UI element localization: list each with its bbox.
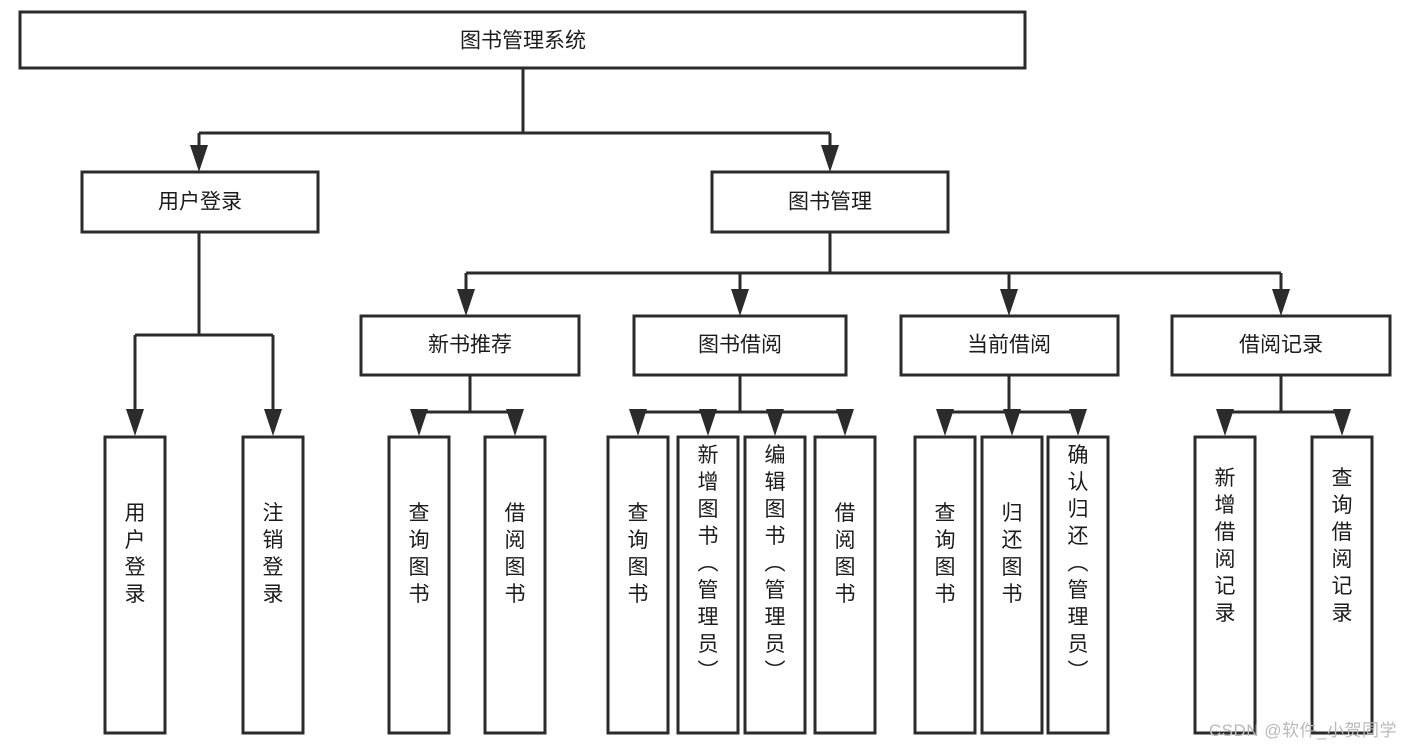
leaf-query-borrow-record-box[interactable] [1310, 435, 1374, 735]
node-current-borrow-box[interactable] [899, 314, 1120, 377]
leaf-user-login-label: 用户登录 [125, 502, 146, 606]
leaf-add-book-admin-label: 新增图书︵管理员︶ [698, 444, 719, 683]
node-new-book-recommend-box[interactable] [359, 314, 581, 377]
arrow-borrow-to-leaf-4 [836, 409, 854, 436]
connector-layer [126, 68, 1351, 436]
leaf-query-borrow-record[interactable]: 查询借阅记录 [1310, 435, 1374, 735]
node-borrow-records-box[interactable] [1170, 314, 1392, 377]
node-root-label: 图书管理系统 [460, 30, 586, 53]
leaf-edit-book-admin-label: 编辑图书︵管理员︶ [765, 444, 786, 683]
leaf-logout-box[interactable] [241, 435, 305, 735]
arrow-root-to-book-mgmt [821, 145, 839, 172]
node-book-borrow[interactable]: 图书借阅 [632, 314, 848, 377]
leaf-query-book-recommend[interactable]: 查询图书 [387, 435, 451, 735]
leaf-borrow-book-recommend-label: 借阅图书 [505, 502, 526, 606]
leaf-add-book-admin[interactable]: 新增图书︵管理员︶ [676, 435, 740, 735]
leaf-add-borrow-record[interactable]: 新增借阅记录 [1193, 435, 1257, 735]
leaf-add-borrow-record-label: 新增借阅记录 [1215, 467, 1236, 625]
node-current-borrow[interactable]: 当前借阅 [899, 314, 1120, 377]
arrow-book-mgmt-to-borrow [731, 289, 749, 316]
node-book-management-box[interactable] [710, 170, 950, 234]
leaf-user-login[interactable]: 用户登录 [103, 435, 167, 735]
arrow-records-to-leaf-2 [1333, 409, 1351, 436]
leaf-add-borrow-record-box[interactable] [1193, 435, 1257, 735]
node-new-book-recommend-label: 新书推荐 [428, 334, 512, 357]
node-current-borrow-label: 当前借阅 [967, 334, 1051, 357]
node-book-management-label: 图书管理 [788, 191, 872, 214]
arrow-borrow-to-leaf-2 [699, 409, 717, 436]
arrow-current-to-leaf-3 [1069, 409, 1087, 436]
leaf-query-book-borrow-label: 查询图书 [628, 502, 649, 606]
leaf-query-book-current-label: 查询图书 [935, 502, 956, 606]
leaf-return-book-label: 归还图书 [1002, 502, 1023, 606]
leaf-borrow-book-label: 借阅图书 [835, 502, 856, 606]
arrow-borrow-to-leaf-3 [766, 409, 784, 436]
leaf-confirm-return-admin[interactable]: 确认归还︵管理员︶ [1046, 435, 1110, 735]
leaf-query-book-current[interactable]: 查询图书 [913, 435, 977, 735]
arrow-new-books-to-leaf-2 [506, 409, 524, 436]
node-root-box[interactable] [18, 10, 1027, 70]
node-user-login-label: 用户登录 [158, 191, 242, 214]
leaf-query-book-current-box[interactable] [913, 435, 977, 735]
leaf-query-book-borrow-box[interactable] [606, 435, 670, 735]
arrow-new-books-to-leaf-1 [410, 409, 428, 436]
node-borrow-records[interactable]: 借阅记录 [1170, 314, 1392, 377]
arrow-book-mgmt-to-current [1000, 289, 1018, 316]
leaf-confirm-return-admin-box[interactable] [1046, 435, 1110, 735]
node-root[interactable]: 图书管理系统 [18, 10, 1027, 70]
arrow-records-to-leaf-1 [1216, 409, 1234, 436]
arrow-current-to-leaf-2 [1003, 409, 1021, 436]
node-book-borrow-box[interactable] [632, 314, 848, 377]
arrow-root-to-user-login [190, 145, 208, 172]
leaf-query-book-recommend-box[interactable] [387, 435, 451, 735]
leaf-edit-book-admin-box[interactable] [743, 435, 807, 735]
leaf-user-login-box[interactable] [103, 435, 167, 735]
arrow-borrow-to-leaf-1 [629, 409, 647, 436]
arrow-user-login-to-leaf-1 [126, 409, 144, 436]
node-user-login[interactable]: 用户登录 [80, 170, 320, 234]
leaf-logout-label: 注销登录 [263, 502, 284, 606]
leaf-add-book-admin-box[interactable] [676, 435, 740, 735]
leaf-edit-book-admin[interactable]: 编辑图书︵管理员︶ [743, 435, 807, 735]
leaf-borrow-book[interactable]: 借阅图书 [813, 435, 877, 735]
leaf-borrow-book-box[interactable] [813, 435, 877, 735]
leaf-borrow-book-recommend[interactable]: 借阅图书 [483, 435, 547, 735]
leaf-query-borrow-record-label: 查询借阅记录 [1332, 467, 1353, 625]
node-book-borrow-label: 图书借阅 [698, 334, 782, 357]
leaf-logout[interactable]: 注销登录 [241, 435, 305, 735]
node-new-book-recommend[interactable]: 新书推荐 [359, 314, 581, 377]
leaf-borrow-book-recommend-box[interactable] [483, 435, 547, 735]
node-book-management[interactable]: 图书管理 [710, 170, 950, 234]
leaf-query-book-recommend-label: 查询图书 [409, 502, 430, 606]
arrow-current-to-leaf-1 [936, 409, 954, 436]
leaf-return-book-box[interactable] [980, 435, 1044, 735]
arrow-user-login-to-leaf-2 [264, 409, 282, 436]
node-user-login-box[interactable] [80, 170, 320, 234]
arrow-book-mgmt-to-records [1272, 289, 1290, 316]
arrow-book-mgmt-to-new-books [457, 289, 475, 316]
leaf-return-book[interactable]: 归还图书 [980, 435, 1044, 735]
leaf-query-book-borrow[interactable]: 查询图书 [606, 435, 670, 735]
node-borrow-records-label: 借阅记录 [1239, 334, 1323, 357]
leaf-confirm-return-admin-label: 确认归还︵管理员︶ [1068, 444, 1089, 683]
